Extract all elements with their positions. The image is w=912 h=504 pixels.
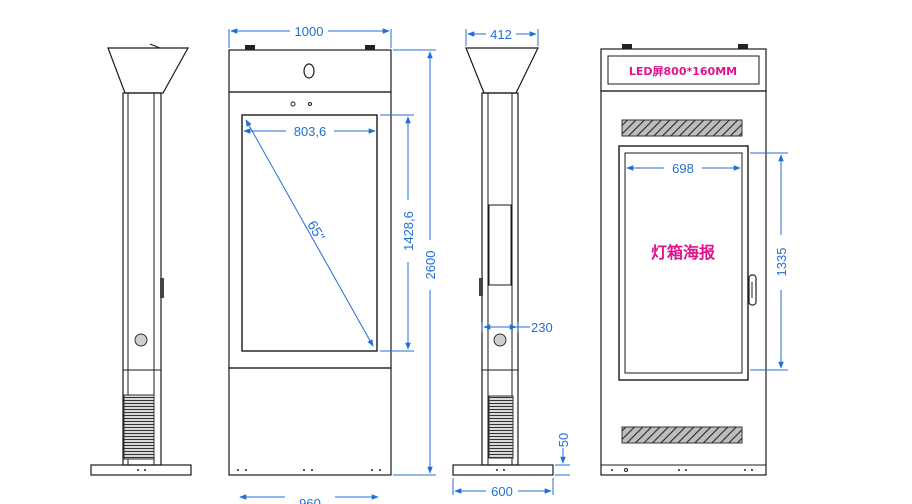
front-header-box [228, 49, 392, 93]
bottom-vent [621, 426, 743, 444]
side-left-hood-tab [149, 43, 161, 49]
front-cabinet-lower [228, 367, 392, 476]
side-right-hood [465, 47, 539, 94]
lightbox-poster-label: 灯箱海报 [651, 243, 715, 262]
dim-screen-height: 1428,6 [401, 211, 416, 251]
front-view [228, 45, 392, 476]
poster-door [618, 145, 749, 381]
dim-base-width: 600 [491, 484, 513, 499]
front-screen [241, 114, 378, 352]
dim-side-width: 412 [490, 27, 512, 42]
side-left-speaker [134, 333, 148, 347]
front-dimensions: 1000 803,6 65" 1428,6 2600 960 [228, 24, 438, 504]
led-screen-label: LED屏800*160MM [629, 65, 737, 78]
side-left-vent [123, 394, 155, 460]
side-right-speaker [493, 333, 507, 347]
dim-screen-width: 803,6 [294, 124, 327, 139]
poster-frame [624, 152, 743, 374]
back-cabinet [600, 90, 767, 476]
side-view-left [90, 43, 192, 476]
side-dimensions: 412 230 50 600 [452, 27, 571, 499]
side-right-vent [488, 395, 514, 459]
dim-total-height: 2600 [423, 251, 438, 280]
back-dimensions: 698 1335 [626, 152, 789, 371]
side-view-right [452, 47, 554, 476]
back-view: LED屏800*160MM 灯箱海报 [600, 44, 767, 476]
dim-thickness: 230 [531, 320, 553, 335]
dim-diagonal: 65" [304, 218, 328, 244]
side-right-panel [488, 204, 512, 286]
front-camera [303, 63, 315, 79]
side-left-base [90, 464, 192, 476]
door-handle [748, 274, 757, 306]
diagonal-line [245, 119, 374, 347]
top-vent [621, 119, 743, 137]
dim-front-width: 1000 [295, 24, 324, 39]
dim-base-height: 50 [556, 433, 571, 447]
dim-bottom-partial: 960 [299, 496, 321, 504]
side-left-hood [107, 47, 190, 94]
side-right-base [452, 464, 554, 476]
dim-poster-width: 698 [672, 161, 694, 176]
side-left-lock [160, 278, 164, 298]
dim-poster-height: 1335 [774, 248, 789, 277]
